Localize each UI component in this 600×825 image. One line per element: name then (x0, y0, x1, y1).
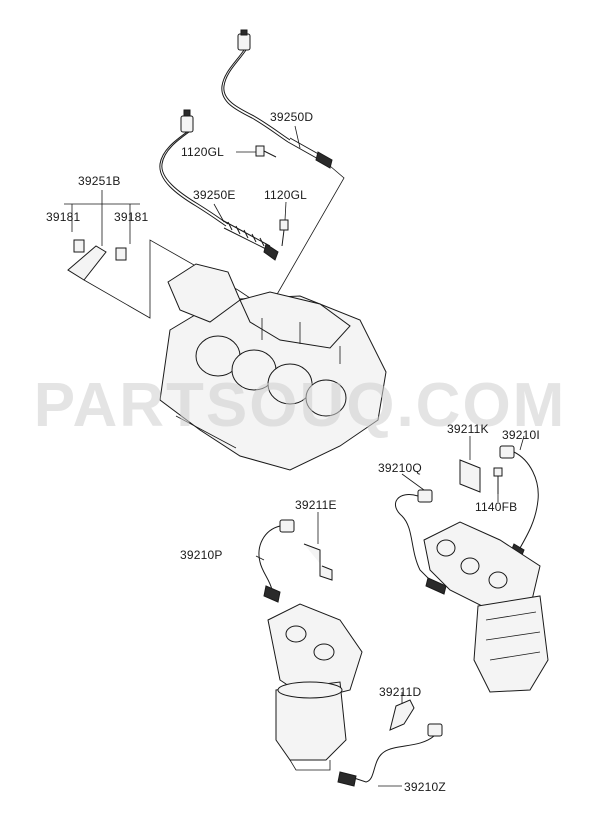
label-1140FB[interactable]: 1140FB (475, 500, 518, 514)
bracket-39211E[interactable] (303, 543, 333, 581)
label-39251B[interactable]: 39251B (78, 174, 121, 188)
bolt-1120GL-b[interactable] (279, 219, 289, 247)
label-39181-b[interactable]: 39181 (114, 210, 149, 224)
label-39211E[interactable]: 39211E (295, 498, 337, 512)
bracket-39211K[interactable] (459, 459, 481, 493)
label-39250E[interactable]: 39250E (193, 188, 236, 202)
leader-39250D (294, 125, 301, 149)
label-39250D[interactable]: 39250D (270, 110, 314, 124)
label-39210Q[interactable]: 39210Q (378, 461, 422, 475)
exhaust-manifold-right[interactable] (423, 521, 549, 693)
exhaust-manifold-left[interactable] (267, 603, 363, 771)
label-39210P[interactable]: 39210P (180, 548, 223, 562)
leader-39210P (255, 555, 265, 561)
bolt-1120GL-a[interactable] (255, 145, 277, 158)
bracket-39251B[interactable] (67, 239, 127, 281)
label-39211D[interactable]: 39211D (379, 685, 422, 699)
leader-1120GL-b (284, 201, 287, 221)
leader-39210Q (401, 473, 425, 491)
label-39181-a[interactable]: 39181 (46, 210, 81, 224)
engine-block[interactable] (159, 263, 387, 471)
leader-39250E (213, 203, 225, 223)
bracket-39211D[interactable] (389, 699, 415, 731)
leader-39210I (519, 435, 525, 451)
label-1120GL-b[interactable]: 1120GL (264, 188, 308, 202)
sensor-39210Q[interactable] (395, 489, 447, 595)
label-39210I[interactable]: 39210I (502, 428, 540, 442)
label-39211K[interactable]: 39211K (447, 422, 489, 436)
bracket-39251B-leader (64, 190, 140, 246)
bolt-1140FB[interactable] (493, 467, 503, 494)
sensor-39210Z[interactable] (337, 723, 443, 787)
label-1120GL-a[interactable]: 1120GL (181, 145, 225, 159)
sensor-39250E[interactable] (159, 109, 279, 261)
label-39210Z[interactable]: 39210Z (404, 780, 446, 794)
watermark: PARTSOUQ.COM (33, 371, 567, 440)
sensor-39210P[interactable] (258, 519, 295, 603)
sensor-39250D[interactable] (221, 29, 333, 169)
